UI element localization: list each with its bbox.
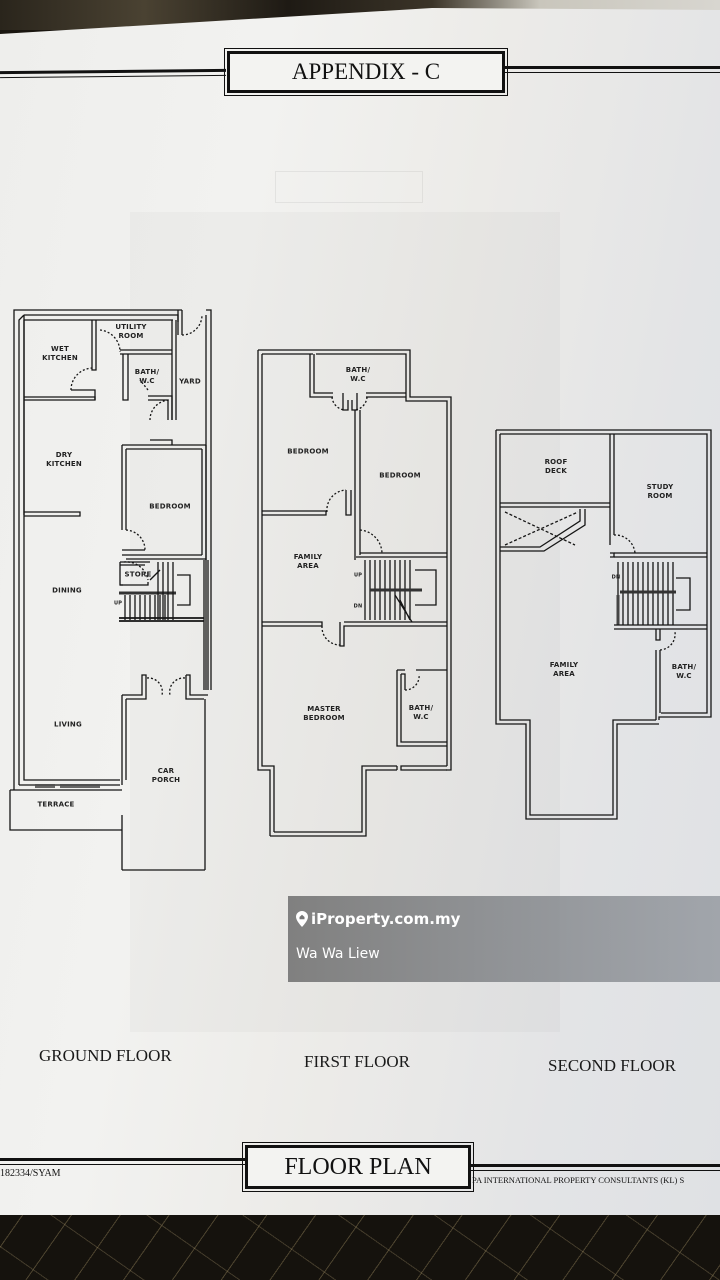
room-store: STORE <box>124 570 152 579</box>
room-study-room: STUDY ROOM <box>646 483 674 500</box>
bleed-through-label <box>275 171 423 203</box>
room-roof-deck: ROOF DECK <box>544 458 568 475</box>
location-pin-icon <box>296 911 308 927</box>
room-family-area: FAMILY AREA <box>293 553 323 570</box>
room-bath-wc: BATH/ W.C <box>671 663 697 680</box>
room-dry-kitchen: DRY KITCHEN <box>46 451 82 468</box>
caption-first-floor: FIRST FLOOR <box>304 1052 410 1071</box>
document-page <box>0 8 720 1218</box>
footer-rule-right <box>468 1164 720 1171</box>
stair-down-label: DN <box>611 574 621 581</box>
room-master-bedroom: MASTER BEDROOM <box>303 705 345 722</box>
footer-title-box: FLOOR PLAN <box>242 1142 474 1192</box>
room-bath-wc-top: BATH/ W.C <box>345 366 371 383</box>
room-utility-room: UTILITY ROOM <box>115 323 147 340</box>
iproperty-watermark: iProperty.com.my Wa Wa Liew <box>288 896 720 982</box>
watermark-agent-name: Wa Wa Liew <box>296 946 380 962</box>
room-bedroom: BEDROOM <box>149 502 191 511</box>
caption-ground-floor: GROUND FLOOR <box>39 1046 172 1065</box>
header-title: APPENDIX - C <box>291 59 441 84</box>
stair-up-label: UP <box>113 600 123 607</box>
room-bedroom-left: BEDROOM <box>287 447 329 456</box>
room-wet-kitchen: WET KITCHEN <box>42 345 78 362</box>
room-bedroom-right: BEDROOM <box>379 471 421 480</box>
caption-second-floor: SECOND FLOOR <box>548 1056 676 1075</box>
footer-title: FLOOR PLAN <box>284 1153 432 1180</box>
room-living: LIVING <box>54 720 82 729</box>
room-dining: DINING <box>52 586 82 595</box>
watermark-brand: iProperty.com.my <box>296 910 460 928</box>
marble-surface-bottom <box>0 1215 720 1280</box>
stair-up-label: UP <box>353 572 363 579</box>
room-car-porch: CAR PORCH <box>151 767 181 784</box>
room-yard: YARD <box>179 377 201 386</box>
footer-rule-left <box>0 1158 246 1165</box>
watermark-brand-text: iProperty.com.my <box>311 910 461 928</box>
header-title-box: APPENDIX - C <box>224 48 508 96</box>
header-rule-right <box>502 66 720 73</box>
footer-reference: 182334/SYAM <box>0 1168 61 1179</box>
room-bath-wc: BATH/ W.C <box>134 368 160 385</box>
room-master-bath-wc: BATH/ W.C <box>408 704 434 721</box>
stair-down-label: DN <box>353 603 363 610</box>
footer-company: PA INTERNATIONAL PROPERTY CONSULTANTS (K… <box>472 1175 685 1185</box>
room-terrace: TERRACE <box>37 800 75 809</box>
room-family-area: FAMILY AREA <box>549 661 579 678</box>
